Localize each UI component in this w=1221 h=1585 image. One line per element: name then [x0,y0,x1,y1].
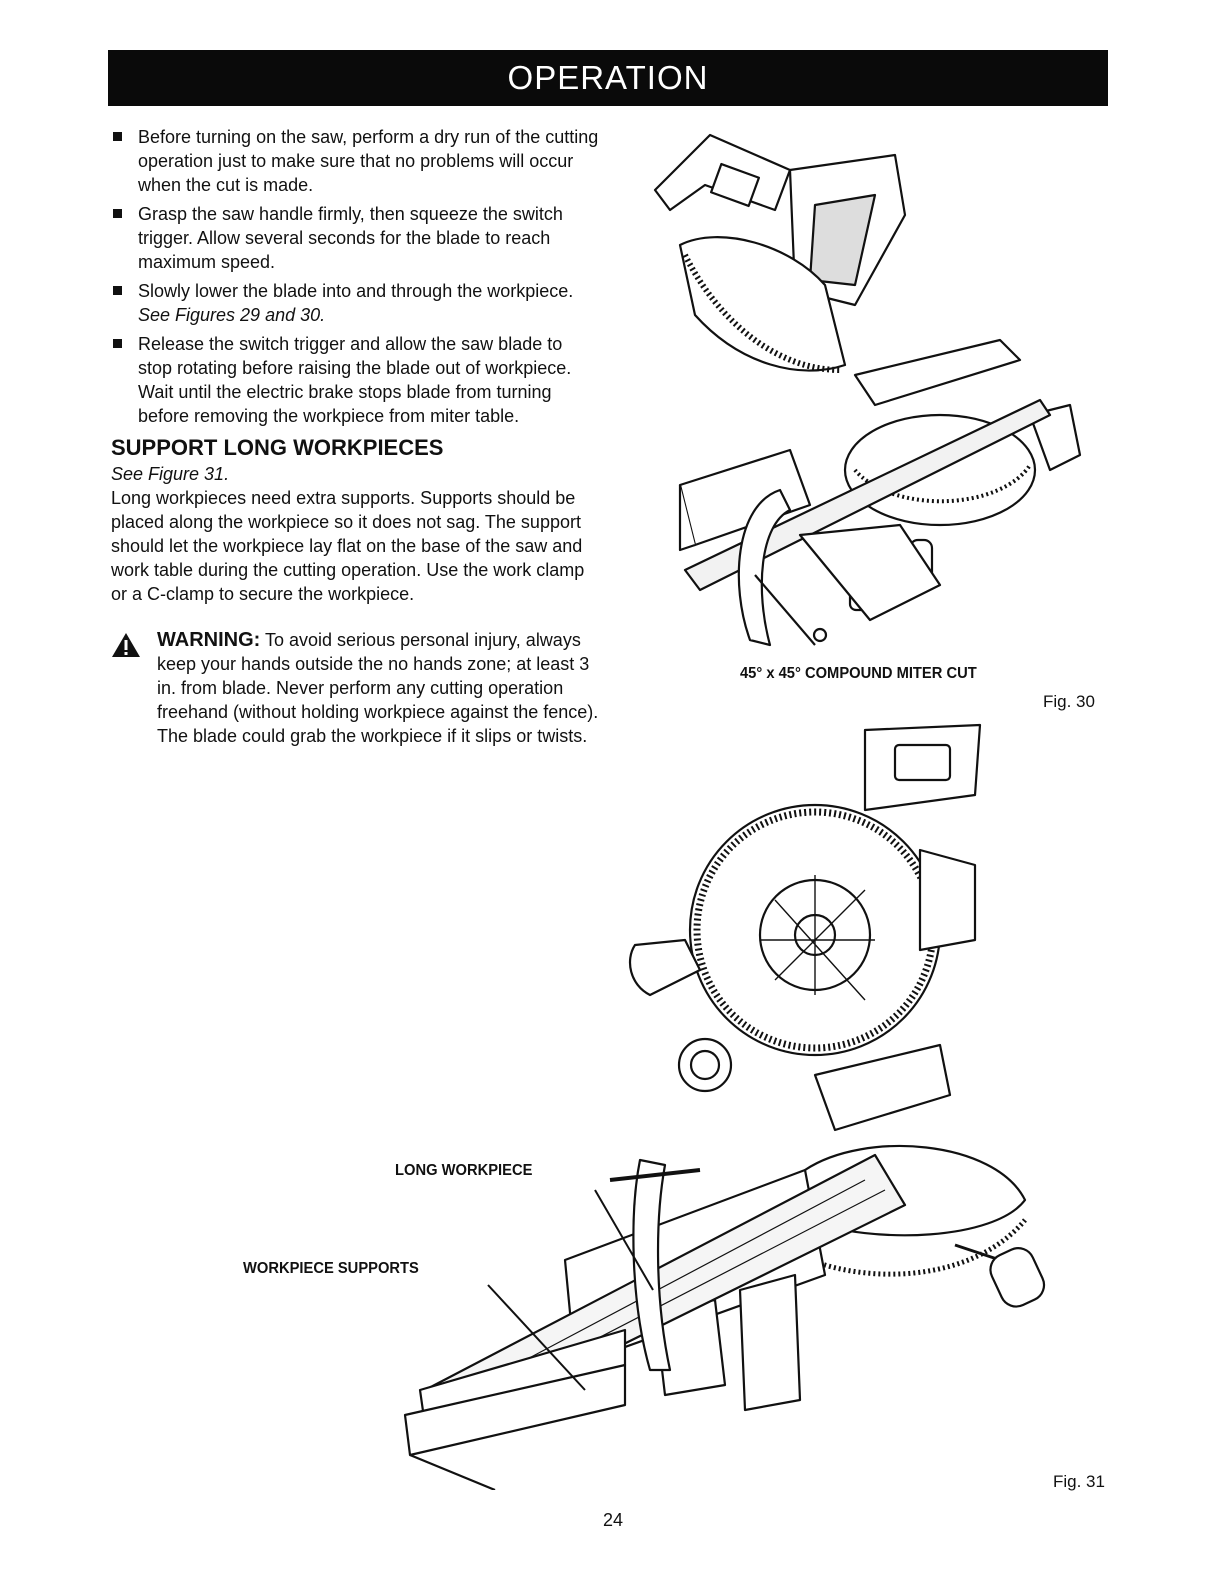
figure-caption: 45° x 45° COMPOUND MITER CUT [740,665,977,682]
left-column: Before turning on the saw, perform a dry… [111,125,601,748]
list-item: Before turning on the saw, perform a dry… [111,125,601,197]
miter-saw-compound-cut-illustration [653,133,1082,647]
page-title-banner: OPERATION [108,50,1108,106]
list-item: Slowly lower the blade into and through … [111,279,601,327]
warning-label: WARNING: [157,629,261,651]
section-heading: SUPPORT LONG WORKPIECES [111,435,444,460]
bullet-square-icon [113,132,122,141]
warning-block: WARNING: To avoid serious personal injur… [111,628,601,748]
warning-text: To avoid serious personal injury, always… [157,630,599,746]
bullet-square-icon [113,286,122,295]
page-number: 24 [603,1510,624,1530]
bullet-square-icon [113,209,122,218]
section-body: Long workpieces need extra supports. Sup… [111,488,585,604]
list-item: Grasp the saw handle firmly, then squeez… [111,202,601,274]
operation-steps-list: Before turning on the saw, perform a dry… [111,125,601,428]
figure-label: Fig. 30 [1043,692,1095,711]
bullet-square-icon [113,339,122,348]
warning-triangle-icon [112,633,140,657]
figure-reference: See Figure 31. [111,464,230,484]
page-title: OPERATION [507,59,709,96]
callout-long-workpiece: LONG WORKPIECE [395,1162,533,1179]
figure-label: Fig. 31 [1053,1472,1105,1491]
figure-reference: See Figures 29 and 30. [138,305,326,325]
miter-saw-long-workpiece-illustration [403,723,1046,1490]
list-item: Release the switch trigger and allow the… [111,332,601,428]
callout-workpiece-supports: WORKPIECE SUPPORTS [243,1260,419,1277]
